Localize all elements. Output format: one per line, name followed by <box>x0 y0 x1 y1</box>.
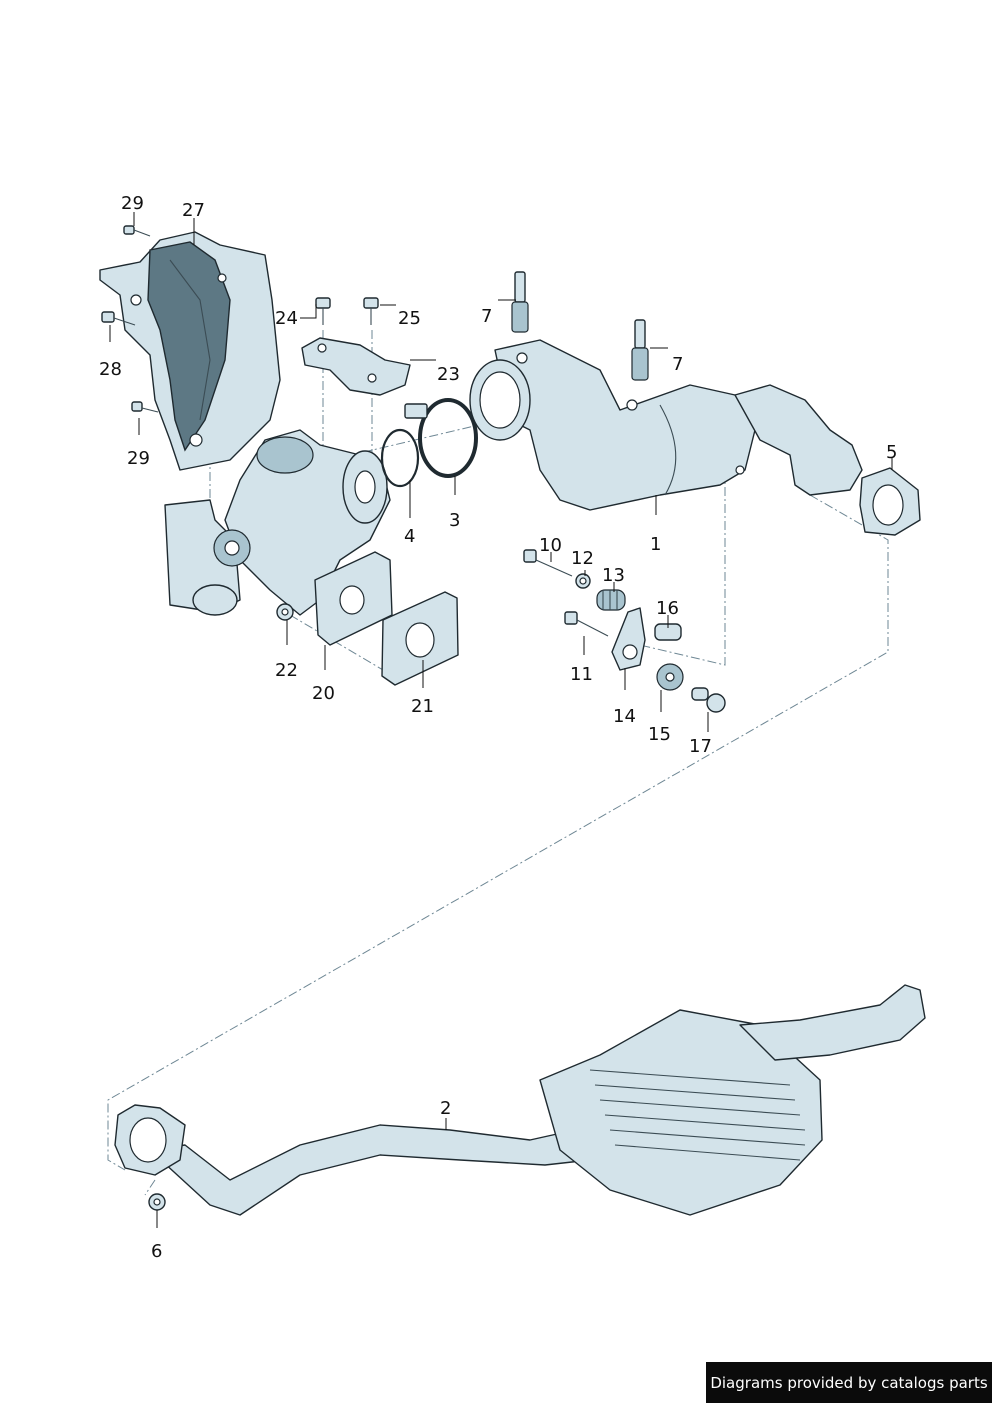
callout-7-left: 7 <box>481 306 492 327</box>
callout-1: 1 <box>650 534 661 555</box>
bolt-29-top <box>123 225 151 237</box>
callout-24: 24 <box>275 308 298 329</box>
bolt-17 <box>691 687 726 713</box>
spring-13 <box>596 589 626 611</box>
callout-22: 22 <box>275 660 298 681</box>
callout-7-right: 7 <box>672 354 683 375</box>
callout-labels: 29 27 24 25 28 23 29 7 7 5 4 3 1 10 12 1… <box>99 193 897 1262</box>
gasket-5-part <box>859 467 921 536</box>
catalytic-converter-part <box>469 339 863 511</box>
leader-lines <box>109 212 893 1228</box>
bolt-11 <box>564 611 609 637</box>
callout-11: 11 <box>570 664 593 685</box>
callout-5: 5 <box>886 442 897 463</box>
callout-14: 14 <box>613 706 636 727</box>
callout-10: 10 <box>539 535 562 556</box>
bolt-29-bottom <box>131 401 159 413</box>
callout-20: 20 <box>312 683 335 704</box>
callout-12: 12 <box>571 548 594 569</box>
turbocharger-part <box>164 429 393 646</box>
callout-23: 23 <box>437 364 460 385</box>
nut-22 <box>276 603 294 621</box>
gasket-21-part <box>381 591 459 686</box>
callout-27: 27 <box>182 200 205 221</box>
bracket-14 <box>611 607 646 671</box>
seal-ring-4 <box>380 428 420 488</box>
callout-4: 4 <box>404 526 415 547</box>
footer-banner: Diagrams provided by catalogs parts <box>706 1362 992 1403</box>
bolt-28 <box>101 311 136 326</box>
callout-16: 16 <box>656 598 679 619</box>
callout-13: 13 <box>602 565 625 586</box>
bracket-part <box>301 337 411 396</box>
washer-12 <box>575 573 591 589</box>
bolt-10 <box>523 549 573 577</box>
callout-25: 25 <box>398 308 421 329</box>
oxygen-sensor-7b <box>631 319 649 381</box>
callout-3: 3 <box>449 510 460 531</box>
damper-15 <box>656 663 684 691</box>
bolt-24 <box>315 297 331 325</box>
callout-17: 17 <box>689 736 712 757</box>
clamp-3 <box>404 398 478 478</box>
heat-shield-part <box>99 231 281 471</box>
callout-28: 28 <box>99 359 122 380</box>
callout-6: 6 <box>151 1241 162 1262</box>
callout-29-bottom: 29 <box>127 448 150 469</box>
nut-6 <box>148 1193 166 1211</box>
callout-29-top: 29 <box>121 193 144 214</box>
callout-2: 2 <box>440 1098 451 1119</box>
muffler-pipe-part <box>114 984 926 1216</box>
bolt-25 <box>363 297 379 325</box>
footer-text: Diagrams provided by catalogs parts <box>710 1373 988 1392</box>
callout-15: 15 <box>648 724 671 745</box>
oxygen-sensor-7a <box>511 271 529 333</box>
callout-21: 21 <box>411 696 434 717</box>
